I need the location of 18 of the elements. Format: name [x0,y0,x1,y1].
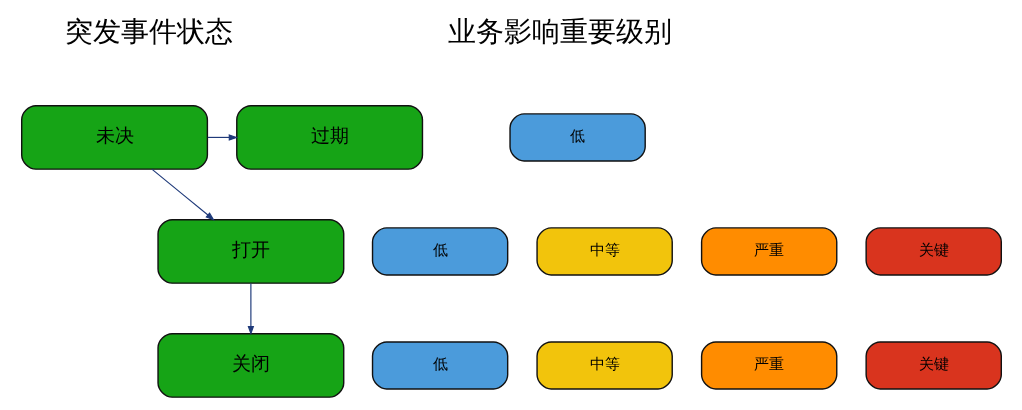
node-box: 低 [371,341,508,390]
arrow [206,134,238,141]
node-box: 打开 [156,219,344,284]
node-box: 过期 [235,105,423,170]
node-box: 关键 [864,341,1002,390]
label: 突发事件状态 [64,15,233,49]
arrow [151,168,215,221]
node-box: 未决 [20,105,208,170]
arrow [247,282,254,336]
node-box: 低 [508,113,646,162]
node-box: 严重 [700,341,837,390]
node-box: 严重 [700,227,837,276]
node-box: 中等 [535,341,673,390]
label: 业务影响重要级别 [447,15,672,49]
node-box: 中等 [535,227,673,276]
node-box: 关闭 [156,333,344,398]
node-box: 关键 [864,227,1002,276]
node-box: 低 [371,227,508,276]
